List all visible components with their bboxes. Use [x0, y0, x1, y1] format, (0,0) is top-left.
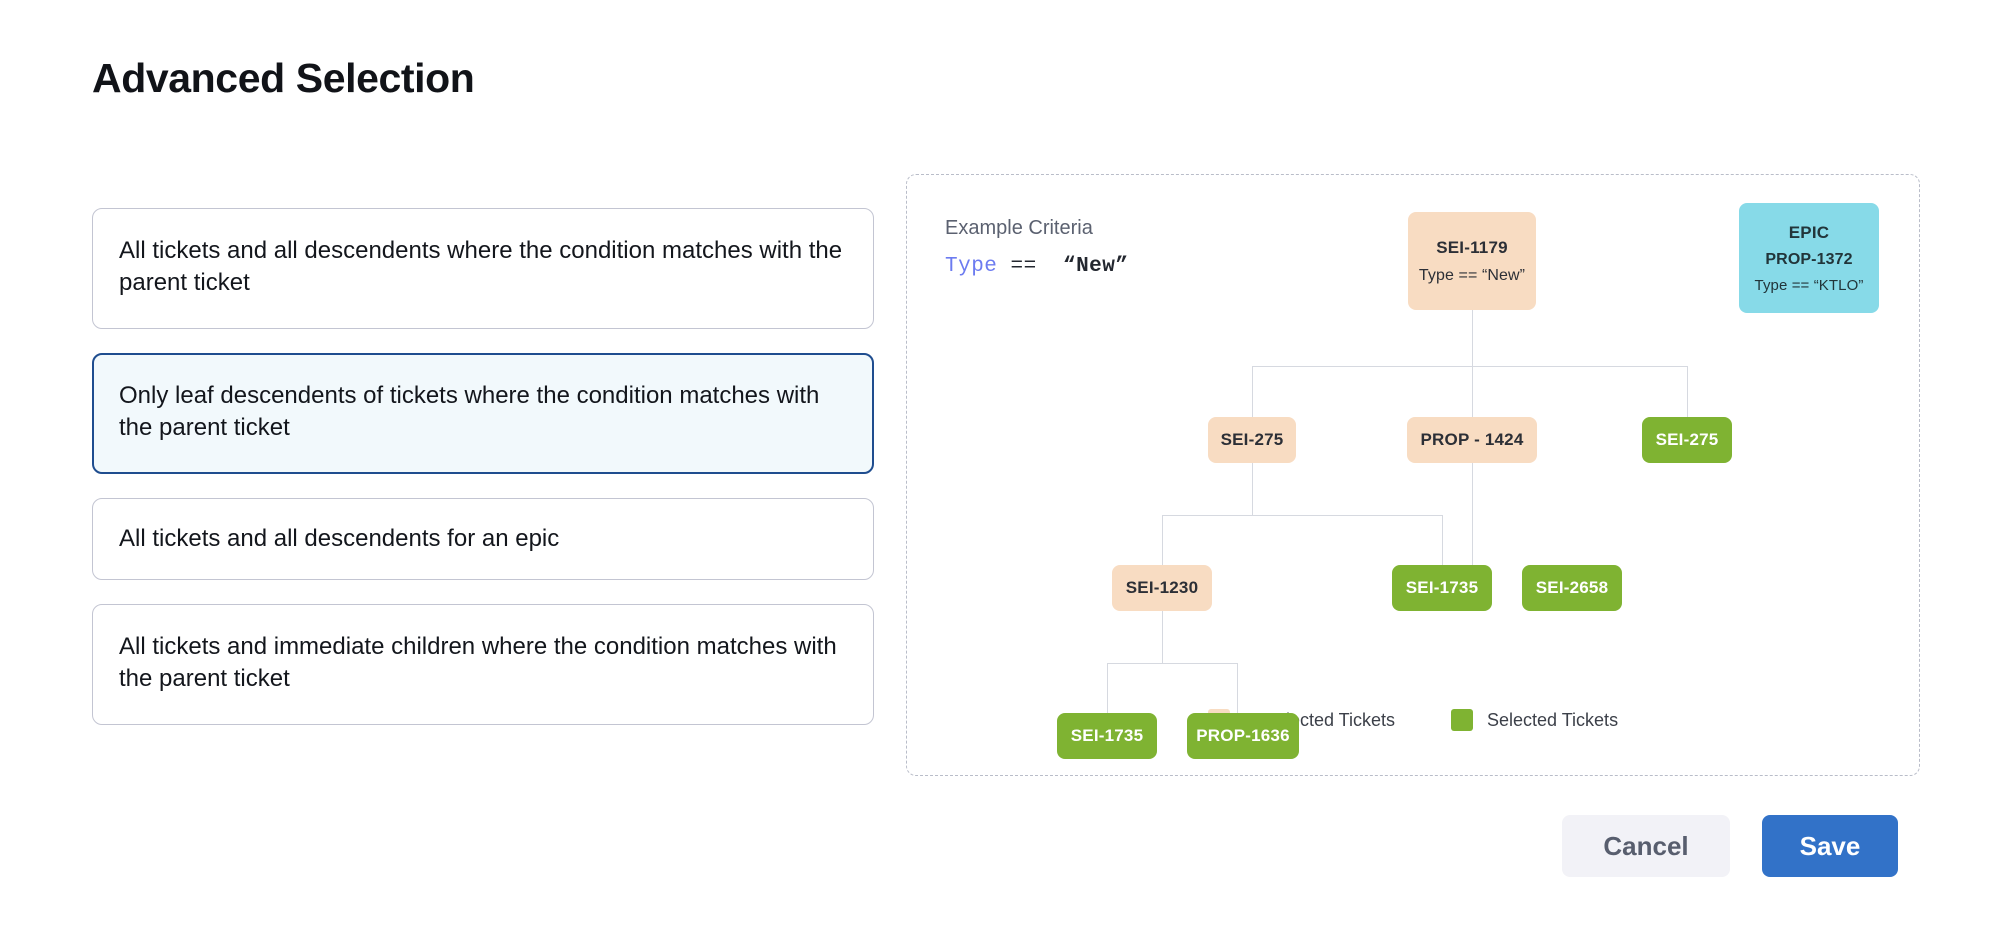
legend-swatch-selected-icon: [1451, 709, 1473, 731]
ticket-id: SEI-1735: [1070, 726, 1144, 745]
legend-item-selected: Selected Tickets: [1451, 709, 1618, 731]
connector-to-sei1735b: [1107, 663, 1108, 713]
example-diagram-panel: Example Criteria Type == “New” SEI-1179 …: [906, 174, 1920, 776]
option-label: Only leaf descendents of tickets where t…: [119, 381, 820, 442]
ticket-id: SEI-1735: [1405, 578, 1479, 597]
ticket-node-prop-1424[interactable]: PROP - 1424: [1407, 417, 1537, 463]
criteria-operator-spacer: [997, 255, 1010, 278]
criteria-value-spacer: [1037, 255, 1063, 278]
option-card-all-descendents[interactable]: All tickets and all descendents where th…: [92, 208, 874, 329]
ticket-node-sei-275-a[interactable]: SEI-275: [1208, 417, 1296, 463]
connector-level2-bar: [1162, 515, 1442, 516]
ticket-node-sei-1179[interactable]: SEI-1179 Type == “New”: [1408, 212, 1536, 310]
ticket-node-sei-1735-a[interactable]: SEI-1735: [1392, 565, 1492, 611]
criteria-field: Type: [945, 255, 998, 278]
connector-sei275a-stem: [1252, 463, 1253, 515]
ticket-node-prop-1636[interactable]: PROP-1636: [1187, 713, 1299, 759]
criteria-operator: ==: [1010, 255, 1037, 278]
ticket-id: PROP - 1424: [1420, 430, 1524, 449]
connector-level1-bar: [1252, 366, 1687, 367]
connector-to-sei275a: [1252, 366, 1253, 417]
connector-to-sei1230: [1162, 515, 1163, 565]
ticket-kind: EPIC: [1788, 222, 1830, 242]
selection-options-list: All tickets and all descendents where th…: [92, 208, 874, 749]
example-criteria-label: Example Criteria: [945, 217, 1093, 239]
dialog-footer: Cancel Save: [1562, 815, 1898, 877]
ticket-node-sei-1230[interactable]: SEI-1230: [1112, 565, 1212, 611]
ticket-node-sei-275-b[interactable]: SEI-275: [1642, 417, 1732, 463]
legend-label: Selected Tickets: [1487, 709, 1619, 730]
connector-root-stem: [1472, 310, 1473, 366]
option-card-leaf-descendents[interactable]: Only leaf descendents of tickets where t…: [92, 352, 874, 474]
criteria-value: “New”: [1062, 255, 1129, 278]
ticket-id: SEI-275: [1220, 430, 1284, 449]
option-label: All tickets and all descendents for an e…: [119, 524, 560, 552]
connector-sei1230-stem: [1162, 611, 1163, 663]
option-card-immediate-children[interactable]: All tickets and immediate children where…: [92, 603, 874, 725]
connector-to-prop1424: [1472, 366, 1473, 417]
save-button[interactable]: Save: [1762, 815, 1898, 877]
ticket-id: SEI-1230: [1125, 578, 1199, 597]
ticket-condition: Type == “New”: [1418, 266, 1526, 284]
connector-prop1424-to-sei2658: [1472, 463, 1473, 565]
ticket-id: SEI-275: [1655, 430, 1719, 449]
connector-to-sei1735a: [1442, 515, 1443, 565]
option-label: All tickets and all descendents where th…: [119, 237, 843, 297]
cancel-button[interactable]: Cancel: [1562, 815, 1730, 877]
option-card-epic-descendents[interactable]: All tickets and all descendents for an e…: [92, 497, 874, 580]
ticket-node-sei-1735-b[interactable]: SEI-1735: [1057, 713, 1157, 759]
ticket-node-epic-prop-1372[interactable]: EPIC PROP-1372 Type == “KTLO”: [1739, 203, 1879, 313]
ticket-id: PROP-1636: [1196, 726, 1290, 745]
ticket-condition: Type == “KTLO”: [1754, 276, 1864, 294]
example-criteria-expression: Type == “New”: [945, 255, 1128, 278]
ticket-node-sei-2658[interactable]: SEI-2658: [1522, 565, 1622, 611]
page-title: Advanced Selection: [92, 55, 475, 101]
connector-level3-bar: [1107, 663, 1237, 664]
ticket-id: SEI-1179: [1436, 237, 1508, 257]
ticket-id: SEI-2658: [1535, 578, 1609, 597]
connector-to-sei275b: [1687, 366, 1688, 417]
connector-to-prop1636: [1237, 663, 1238, 713]
option-label: All tickets and immediate children where…: [119, 632, 837, 693]
ticket-id: PROP-1372: [1765, 250, 1853, 268]
